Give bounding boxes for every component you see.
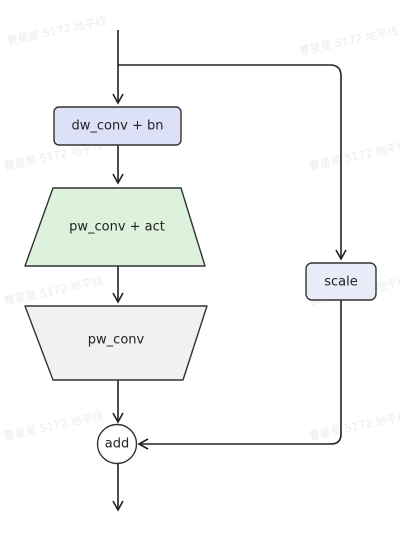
node-scale: scale [305, 262, 377, 301]
edges-group [112, 30, 347, 512]
node-pw-conv-act-shape [24, 187, 206, 267]
node-dw-conv-bn-shape [53, 106, 182, 146]
watermark-text: 曹星星 5172 地平线 [6, 13, 108, 48]
watermark-text: 曹星星 5172 地平线 [3, 273, 105, 308]
node-pw-conv-label: pw_conv [88, 333, 145, 348]
watermark-text: 曹星星 5172 地平线 [298, 23, 400, 58]
node-pw-conv-shape [24, 305, 208, 381]
node-pw-conv: pw_conv [24, 305, 208, 381]
node-add-shape [96, 423, 138, 465]
node-add-label: add [105, 437, 129, 452]
node-scale-shape [305, 262, 377, 301]
watermark-text: 曹星星 5172 地平线 [308, 408, 400, 443]
watermark-text: 曹星星 5172 地平线 [308, 138, 400, 173]
node-add: add [96, 423, 138, 465]
watermark-text: 曹星星 5172 地平线 [3, 408, 105, 443]
node-pw-conv-act-label: pw_conv + act [69, 220, 165, 235]
edge-input-to-scale [118, 64, 347, 261]
node-scale-label: scale [324, 275, 358, 290]
node-dw-conv-bn-label: dw_conv + bn [71, 119, 163, 134]
edge-scale-to-add [137, 300, 342, 450]
node-dw-conv-bn: dw_conv + bn [53, 106, 182, 146]
node-pw-conv-act: pw_conv + act [24, 187, 206, 267]
